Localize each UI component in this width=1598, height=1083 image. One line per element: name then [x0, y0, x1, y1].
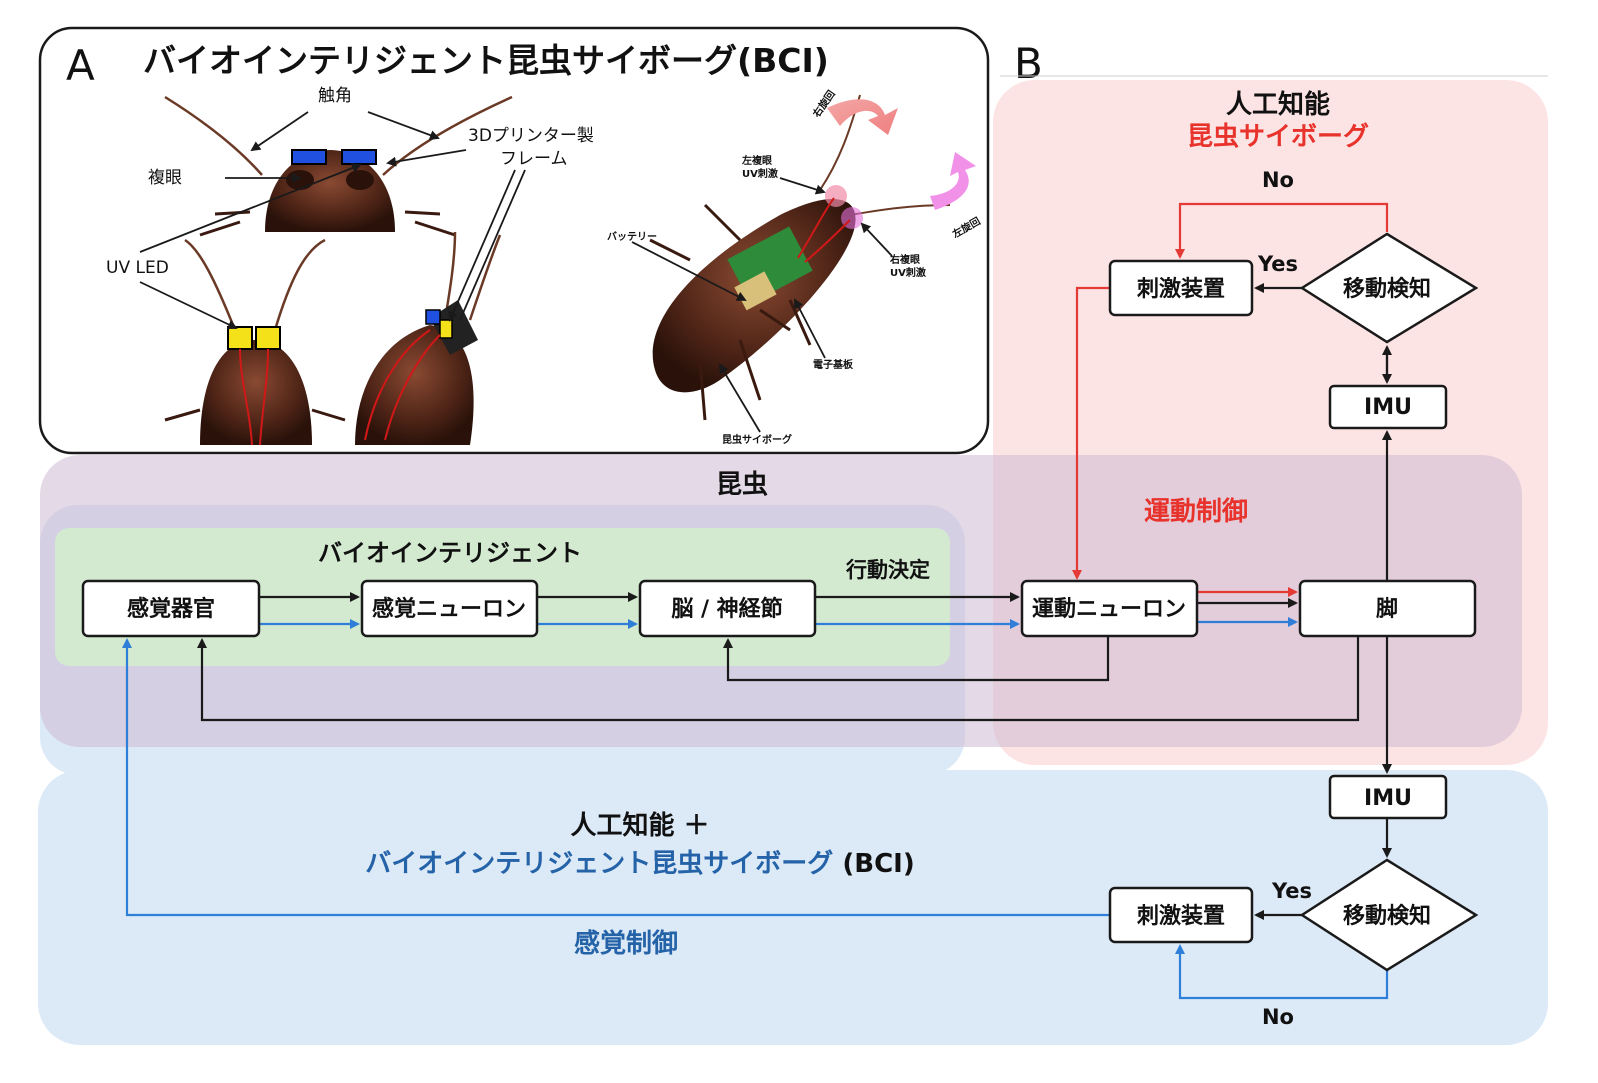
node-motor-neuron: 運動ニューロン	[1020, 579, 1199, 638]
yes-label-bottom: Yes	[1271, 879, 1312, 903]
node-leg-label: 脚	[1376, 597, 1398, 622]
cockroach-side-view-image	[355, 231, 502, 445]
node-brain-label: 脳 / 神経節	[671, 596, 782, 622]
node-motion-detect-bottom: 移動検知	[1299, 858, 1479, 972]
sensory-control-label: 感覚制御	[574, 928, 678, 959]
node-leg: 脚	[1298, 579, 1477, 638]
panel-b-letter: B	[1014, 39, 1043, 88]
node-sensory-neuron: 感覚ニューロン	[360, 579, 539, 638]
frame-label-line1: 3Dプリンター製	[468, 126, 594, 146]
cockroach-top-view-image	[164, 238, 346, 446]
node-sensory-neuron-label: 感覚ニューロン	[372, 596, 526, 622]
insect-title: 昆虫	[716, 470, 768, 500]
cyborg-label: 昆虫サイボーグ	[722, 433, 792, 446]
battery-label: バッテリー	[607, 231, 657, 243]
bci-title-line2: バイオインテリジェント昆虫サイボーグ (BCI)	[365, 849, 914, 879]
left-eye-uv-label-line1: 左複眼	[741, 154, 772, 167]
ai-subtitle: 昆虫サイボーグ	[1187, 122, 1369, 152]
bci-title-line2-suffix: (BCI)	[833, 849, 914, 879]
panel-a-callouts	[139, 111, 893, 433]
node-motor-neuron-label: 運動ニューロン	[1032, 597, 1186, 622]
node-motion-detect-top-label: 移動検知	[1343, 276, 1431, 302]
left-eye-uv-label-line2: UV刺激	[742, 167, 778, 180]
node-imu-bottom-label: IMU	[1364, 786, 1412, 811]
no-label-bottom: No	[1262, 1005, 1294, 1029]
no-label-top: No	[1262, 168, 1294, 192]
bio-title: バイオインテリジェント	[318, 539, 582, 567]
node-motion-detect-top: 移動検知	[1299, 232, 1479, 344]
frame-label-line2: フレーム	[500, 149, 568, 169]
bci-region	[38, 770, 1548, 1045]
node-stimulator-bottom-label: 刺激装置	[1137, 903, 1225, 929]
node-sense-organ-label: 感覚器官	[127, 596, 215, 622]
panel-a-letter: A	[66, 41, 95, 90]
node-imu-bottom: IMU	[1328, 774, 1448, 820]
right-eye-uv-label-line1: 右複眼	[889, 253, 920, 266]
ai-title: 人工知能	[1226, 89, 1330, 120]
yes-label-top: Yes	[1257, 252, 1298, 276]
node-stimulator-top: 刺激装置	[1108, 259, 1254, 317]
panel-a-title: バイオインテリジェント昆虫サイボーグ(BCI)	[143, 41, 829, 80]
node-imu-top-label: IMU	[1364, 395, 1412, 420]
bci-title-line1: 人工知能 ＋	[570, 810, 709, 841]
behavior-decision-label: 行動決定	[845, 558, 930, 582]
bci-title-line2-main: バイオインテリジェント昆虫サイボーグ	[365, 849, 833, 879]
antenna-label: 触角	[318, 86, 352, 106]
connectors	[122, 202, 1392, 1000]
compound-eye-label: 複眼	[148, 168, 182, 188]
node-stimulator-top-label: 刺激装置	[1137, 276, 1225, 302]
motor-control-label: 運動制御	[1144, 496, 1248, 527]
right-eye-uv-label-line2: UV刺激	[890, 266, 926, 279]
node-sense-organ: 感覚器官	[81, 579, 261, 638]
board-label: 電子基板	[813, 358, 854, 371]
node-motion-detect-bottom-label: 移動検知	[1343, 903, 1431, 929]
node-brain: 脳 / 神経節	[638, 579, 817, 638]
node-stimulator-bottom: 刺激装置	[1108, 886, 1254, 944]
uv-led-label: UV LED	[106, 258, 169, 278]
node-imu-top: IMU	[1328, 384, 1448, 430]
